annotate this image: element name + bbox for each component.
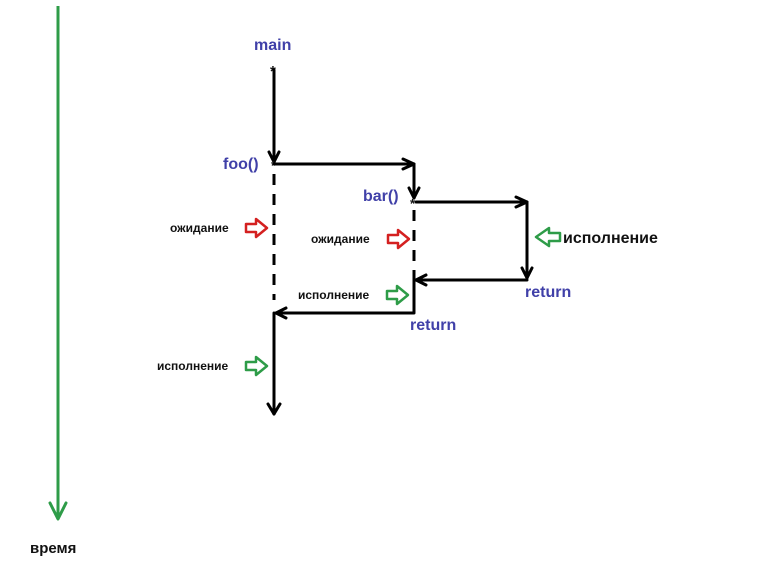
bar-label: bar(): [363, 188, 399, 205]
foo-return-label: return: [410, 317, 456, 334]
time-axis: [48, 6, 68, 521]
bar-return-label: return: [525, 284, 571, 301]
main-execution-line: [267, 68, 281, 164]
foo-label: foo(): [223, 156, 259, 173]
foo-call-arrow: [272, 157, 421, 200]
foo-return-arrow: [274, 278, 416, 320]
executing-arrow-right-icon: [385, 284, 410, 306]
waiting-arrow-icon: [386, 228, 411, 250]
bar-call-marker: *: [410, 196, 416, 211]
main-continue-line: [266, 311, 282, 416]
foo-waiting-label: ожидание: [311, 232, 370, 246]
main-label: main: [254, 37, 291, 54]
main-executing-label: исполнение: [157, 359, 229, 373]
bar-executing-label: исполнение: [563, 230, 658, 247]
time-axis-label: время: [30, 540, 76, 557]
bar-return-arrow: [414, 273, 529, 287]
executing-arrow-right-icon: [244, 355, 269, 377]
executing-arrow-left-icon: [534, 226, 562, 248]
foo-executing-label: исполнение: [298, 288, 370, 302]
bar-call-arrow: [414, 195, 534, 280]
main-waiting-label: ожидание: [170, 221, 229, 235]
waiting-arrow-icon: [244, 217, 269, 239]
